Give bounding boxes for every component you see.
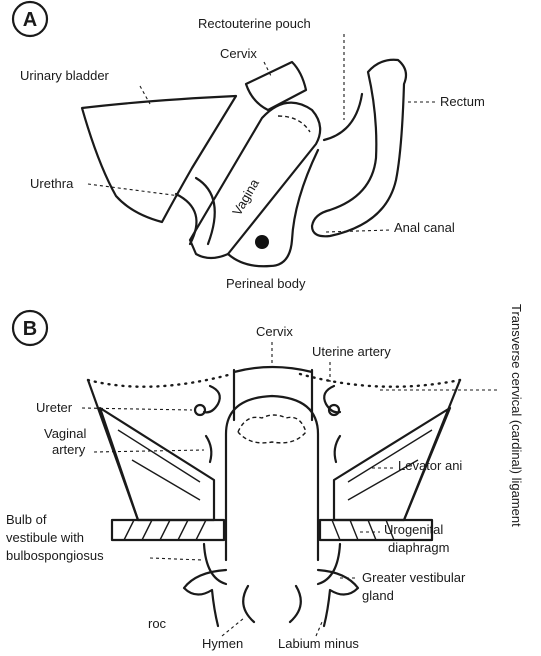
panel-a-letter: A xyxy=(23,9,37,31)
leader-hymen xyxy=(222,618,244,636)
label-bulb-1: Bulb of xyxy=(6,512,47,527)
leader-bulb xyxy=(150,558,202,560)
vaginal-artery-right xyxy=(335,436,340,462)
leader-labium xyxy=(316,622,322,636)
bulb-left xyxy=(204,544,226,584)
hymen-shape xyxy=(243,586,301,622)
label-rectum: Rectum xyxy=(440,94,485,109)
leader-urethra xyxy=(88,184,180,196)
panel-a: A Rectouterine pouch Cervix Urinary blad… xyxy=(13,2,485,291)
perineal-body-dot xyxy=(255,235,269,249)
label-rectouterine-pouch: Rectouterine pouch xyxy=(198,16,311,31)
label-greater-2: gland xyxy=(362,588,394,603)
diaphragm-hatch-left xyxy=(124,520,206,540)
cervix-dashed xyxy=(278,116,310,132)
label-urogenital-2: diaphragm xyxy=(388,540,449,555)
label-labium-minus: Labium minus xyxy=(278,636,359,651)
label-bulb-3: bulbospongiosus xyxy=(6,548,104,563)
label-hymen: Hymen xyxy=(202,636,243,651)
label-cervix-b: Cervix xyxy=(256,324,293,339)
ureter-left xyxy=(195,405,205,415)
label-levator-ani: Levator ani xyxy=(398,458,462,473)
label-urinary-bladder: Urinary bladder xyxy=(20,68,110,83)
levator-hatch-left xyxy=(118,430,200,500)
label-transverse-cervical-ligament: Transverse cervical (cardinal) ligament xyxy=(509,304,524,527)
cervix-outline-dashed xyxy=(238,415,306,443)
label-greater-1: Greater vestibular xyxy=(362,570,466,585)
label-cervix-a: Cervix xyxy=(220,46,257,61)
vaginal-artery-left xyxy=(206,436,211,462)
label-urethra: Urethra xyxy=(30,176,74,191)
panel-b-letter: B xyxy=(23,318,37,340)
rectum-shape xyxy=(312,60,406,237)
label-vaginal-artery-1: Vaginal xyxy=(44,426,87,441)
label-vagina: Vagina xyxy=(229,176,262,218)
vagina-tube xyxy=(226,396,318,560)
peritoneum-dotted xyxy=(88,374,460,387)
uterine-artery-left xyxy=(204,386,220,412)
bulb-right xyxy=(318,544,340,584)
label-uterine-artery: Uterine artery xyxy=(312,344,391,359)
panel-b: B xyxy=(6,304,524,651)
rectouterine-curve xyxy=(324,94,362,140)
label-perineal-body: Perineal body xyxy=(226,276,306,291)
label-stray-mark: roc xyxy=(148,616,167,631)
labium-left xyxy=(184,570,226,626)
leader-anal xyxy=(326,230,390,232)
label-bulb-2: vestibule with xyxy=(6,530,84,545)
label-urogenital-1: Urogenital xyxy=(384,522,443,537)
label-anal-canal: Anal canal xyxy=(394,220,455,235)
label-ureter: Ureter xyxy=(36,400,73,415)
label-vaginal-artery-2: artery xyxy=(52,442,86,457)
